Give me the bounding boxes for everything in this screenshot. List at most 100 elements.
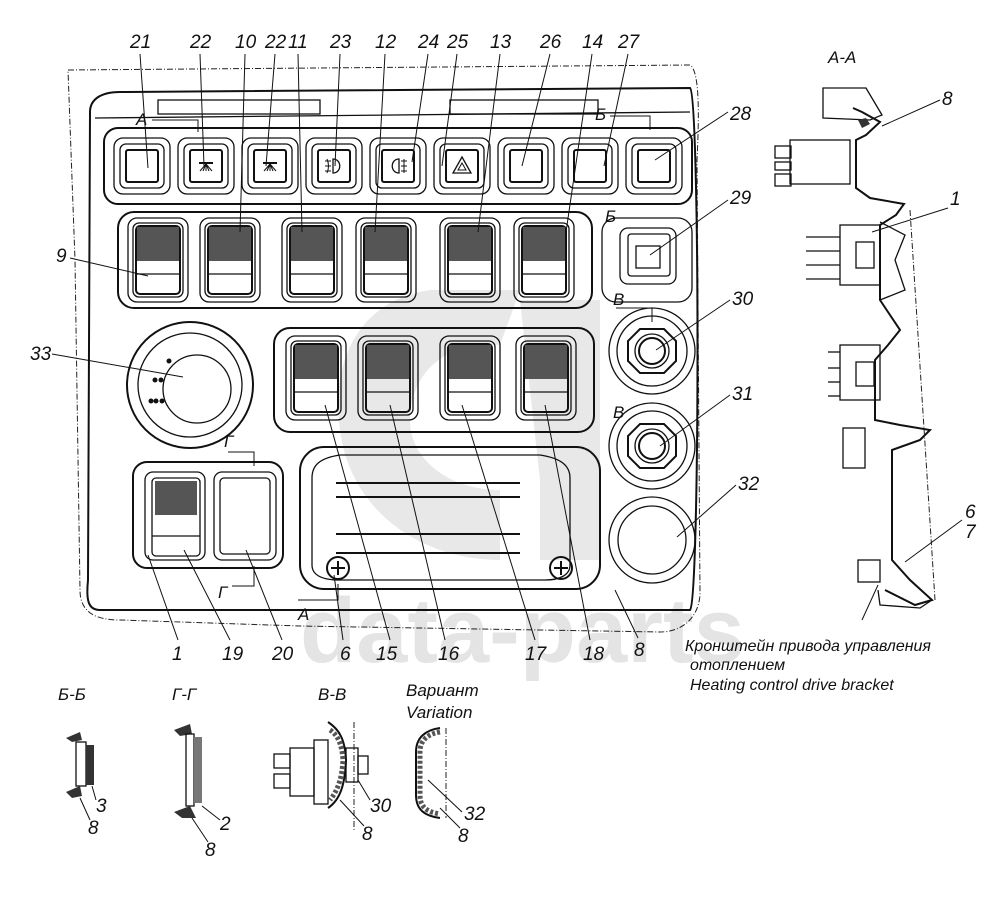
svg-text:3: 3 [96,796,107,817]
callout-11: 11 [288,32,308,53]
top-button-blank[interactable] [561,137,619,195]
rocker-switch-13[interactable] [439,217,501,303]
rocker-switch-12[interactable] [355,217,417,303]
svg-text:9: 9 [56,246,67,267]
switch-block-19-20 [132,461,284,569]
screw-right [549,556,573,580]
svg-text:В: В [613,403,624,422]
svg-text:28: 28 [729,104,752,125]
svg-text:2: 2 [219,814,231,835]
leader-line [199,53,205,167]
top-button-blank[interactable] [113,137,171,195]
callout-12: 12 [375,32,397,53]
blank-plug-32 [608,496,696,584]
grille-cover [299,446,601,590]
svg-text:32: 32 [738,474,760,495]
leader-line [239,53,246,233]
speed-dot-1 [166,358,172,364]
leader-line [265,53,276,167]
top-button-row [103,127,693,205]
svg-text:30: 30 [370,796,392,817]
svg-text:15: 15 [376,644,398,665]
knob-31[interactable] [608,402,696,490]
rocker-switch-16[interactable] [357,335,419,421]
svg-text:А: А [297,605,309,624]
leader-line [477,53,501,233]
svg-text:33: 33 [30,344,52,365]
top-button-hazard-warning[interactable] [433,137,491,195]
leader-line [411,53,429,163]
callout-23: 23 [329,32,352,53]
svg-text:Вариант: Вариант [406,681,479,700]
svg-text:Variation: Variation [406,703,472,722]
svg-text:Г-Г: Г-Г [172,685,198,704]
svg-text:31: 31 [732,384,753,405]
svg-text:18: 18 [583,644,605,665]
rocker-switch-10[interactable] [199,217,261,303]
leader-line [297,53,303,233]
section-view-gg: Г-Г 2 8 [172,685,231,861]
section-view-variant: Вариант Variation 32 8 [406,681,486,847]
callout-10: 10 [235,32,257,53]
leader-line [521,53,551,167]
top-button-rear-fog-light[interactable] [369,137,427,195]
leader-line [334,53,341,167]
rocker-switch-17[interactable] [439,335,501,421]
section-view-aa: А-А 8 1 6 7 [774,48,977,621]
rocker-switch-14[interactable] [513,217,575,303]
svg-text:16: 16 [438,644,460,665]
callout-21: 21 [129,32,151,53]
watermark-text: data-parts [300,580,745,682]
rocker-switch-15[interactable] [285,335,347,421]
svg-text:В-В: В-В [318,685,346,704]
panel-outline [67,64,701,633]
callout-26: 26 [539,32,562,53]
svg-text:Heating control drive bracket: Heating control drive bracket [690,677,894,694]
leader-line [441,53,458,167]
svg-text:8: 8 [458,826,469,847]
top-button-blank[interactable] [625,137,683,195]
svg-text:отоплением: отоплением [690,657,785,674]
watermark-logo [338,290,600,560]
svg-text:8: 8 [205,840,216,861]
top-button-front-fog-light[interactable] [305,137,363,195]
svg-text:8: 8 [362,824,373,845]
rocker-switch-18[interactable] [515,335,577,421]
switch-29[interactable] [601,217,693,303]
callout-22: 22 [189,32,212,53]
svg-text:8: 8 [88,818,99,839]
callout-27: 27 [617,32,641,53]
callout-24: 24 [417,32,439,53]
rocker-switch-11[interactable] [281,217,343,303]
rocker-row-2 [273,327,595,433]
svg-text:17: 17 [525,644,548,665]
top-button-work-light[interactable] [177,137,235,195]
leader-line [374,53,386,233]
rocker-row-1 [117,211,593,309]
callout-22: 22 [264,32,287,53]
svg-text:В: В [613,290,624,309]
rocker-switch-9[interactable] [127,217,189,303]
rocker-switch-19[interactable] [144,471,206,561]
svg-text:6: 6 [965,502,976,523]
svg-text:30: 30 [732,289,754,310]
svg-text:19: 19 [222,644,244,665]
svg-text:8: 8 [942,89,953,110]
svg-text:Г: Г [224,432,235,451]
hazard-warning-icon [451,155,473,174]
switch-20[interactable] [213,471,277,561]
section-view-vv: В-В 30 8 [273,685,392,845]
work-light-icon [263,162,277,172]
svg-text:1: 1 [950,189,961,210]
screw-left [326,556,350,580]
svg-text:Б: Б [605,207,616,226]
callout-13: 13 [490,32,512,53]
heating-bracket-caption: Кронштейн привода управления отоплением … [685,638,931,694]
svg-text:6: 6 [340,644,351,665]
heater-rotary-knob[interactable] [126,321,254,449]
knob-30[interactable] [608,307,696,395]
top-button-work-light[interactable] [241,137,299,195]
top-button-blank[interactable] [497,137,555,195]
